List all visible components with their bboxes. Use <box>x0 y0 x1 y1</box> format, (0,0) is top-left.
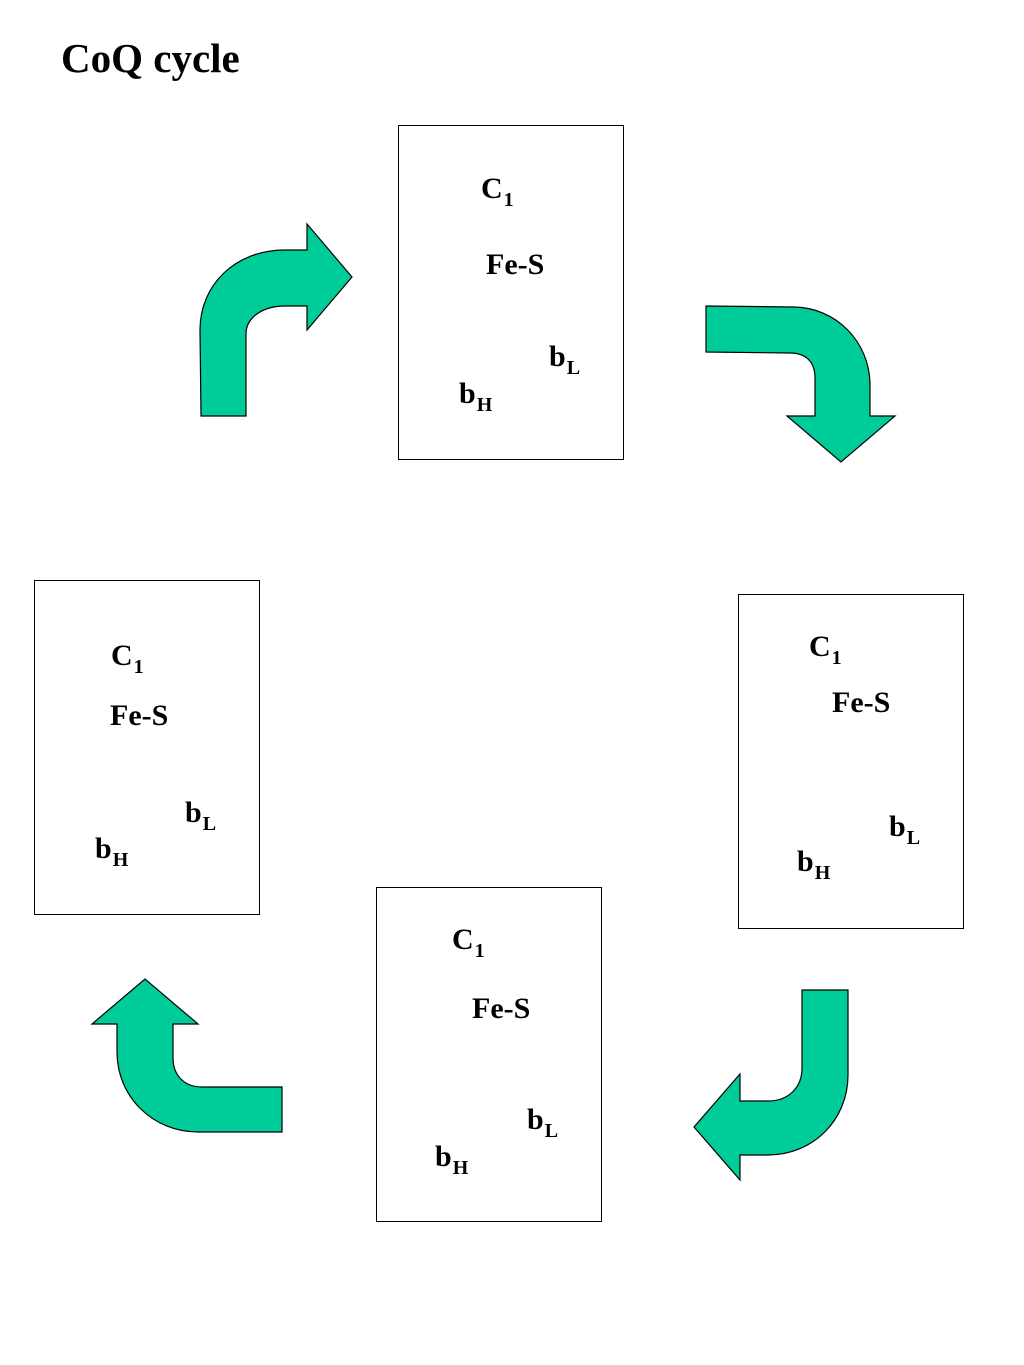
c1-subscript: 1 <box>503 189 514 211</box>
curved-arrow-icon <box>693 989 849 1182</box>
bl-text: b <box>527 1103 544 1136</box>
bl-text: b <box>549 340 566 373</box>
curved-arrow-icon <box>705 305 897 463</box>
bl-text: b <box>889 810 906 843</box>
complex-box-bottom: C1 Fe-S bL bH <box>376 887 602 1222</box>
bh-label: bH <box>797 845 830 884</box>
bh-subscript: H <box>476 394 493 416</box>
curved-arrow-icon <box>90 978 283 1133</box>
bl-subscript: L <box>544 1120 559 1142</box>
c1-label: C1 <box>809 630 842 669</box>
bh-label: bH <box>95 832 128 871</box>
complex-box-top: C1 Fe-S bL bH <box>398 125 624 460</box>
complex-box-left: C1 Fe-S bL bH <box>34 580 260 915</box>
fe-s-label: Fe-S <box>472 992 531 1025</box>
bl-text: b <box>185 796 202 829</box>
page-title: CoQ cycle <box>61 35 240 81</box>
complex-box-right: C1 Fe-S bL bH <box>738 594 964 929</box>
c1-subscript: 1 <box>133 656 144 678</box>
c1-text: C <box>809 630 831 663</box>
c1-label: C1 <box>111 639 144 678</box>
bl-label: bL <box>549 340 580 379</box>
bh-subscript: H <box>112 849 129 871</box>
bl-label: bL <box>185 796 216 835</box>
bh-text: b <box>459 377 476 410</box>
bl-label: bL <box>527 1103 558 1142</box>
bh-label: bH <box>435 1140 468 1179</box>
bh-text: b <box>95 832 112 865</box>
bl-subscript: L <box>566 357 581 379</box>
bh-text: b <box>435 1140 452 1173</box>
c1-text: C <box>111 639 133 672</box>
c1-label: C1 <box>452 923 485 962</box>
bl-label: bL <box>889 810 920 849</box>
c1-subscript: 1 <box>474 940 485 962</box>
bh-label: bH <box>459 377 492 416</box>
bh-subscript: H <box>814 862 831 884</box>
c1-text: C <box>481 172 503 205</box>
c1-label: C1 <box>481 172 514 211</box>
bh-subscript: H <box>452 1157 469 1179</box>
bl-subscript: L <box>906 827 921 849</box>
fe-s-label: Fe-S <box>110 699 169 732</box>
curved-arrow-icon <box>199 222 353 417</box>
fe-s-label: Fe-S <box>486 248 545 281</box>
bl-subscript: L <box>202 813 217 835</box>
c1-text: C <box>452 923 474 956</box>
bh-text: b <box>797 845 814 878</box>
fe-s-label: Fe-S <box>832 686 891 719</box>
c1-subscript: 1 <box>831 647 842 669</box>
